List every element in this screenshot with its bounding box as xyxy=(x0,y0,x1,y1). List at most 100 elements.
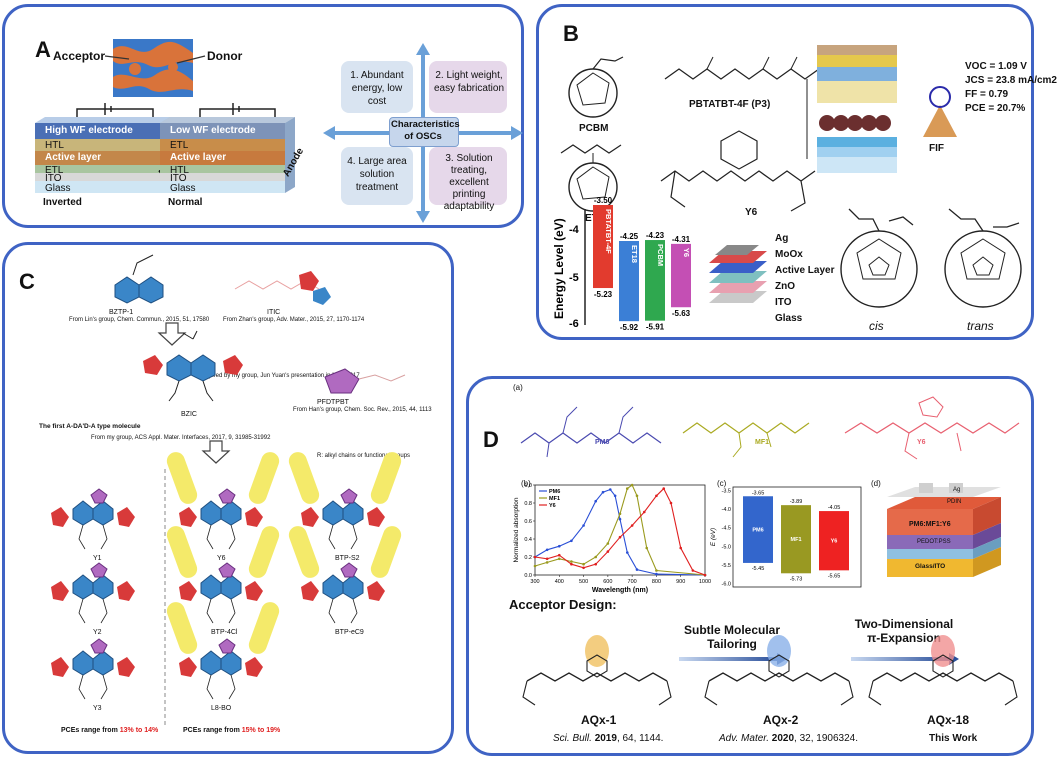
abs-legend-2: Y6 xyxy=(549,503,556,509)
inv-layer-4: ETL xyxy=(45,165,64,176)
energy-bar-name-1: ET18 xyxy=(630,245,639,263)
c-col1-1-center xyxy=(90,562,108,578)
c-col2-1-end-right xyxy=(245,581,263,601)
aqx-highlight-2 xyxy=(931,635,955,667)
abs-ytick-2: 0.4 xyxy=(524,537,532,543)
stack-moox: MoOx xyxy=(775,249,803,260)
c-col2-1-wing-right xyxy=(248,526,280,578)
c-col3-0-end-right xyxy=(367,507,385,527)
energy-bar-name-2: PCBM xyxy=(656,244,665,266)
d-energy-top-0: -3.65 xyxy=(752,490,765,496)
c-col2-2-core-right xyxy=(220,650,242,676)
abs-series-Y6 xyxy=(534,487,706,576)
c-col2-0-wing-right xyxy=(248,452,280,504)
inv-layer-6: Glass xyxy=(45,183,71,194)
stack-glass: Glass xyxy=(775,313,803,324)
energy-bar-top-0: -3.50 xyxy=(594,196,613,205)
stack-ag: Ag xyxy=(775,233,789,244)
c-col1-2-core-right xyxy=(92,650,114,676)
aqx18-name: AQx-18 xyxy=(927,713,970,727)
energy-bar-top-2: -4.23 xyxy=(646,231,665,240)
c-col3-0-chains xyxy=(328,524,358,550)
abs-point-MF1-4 xyxy=(582,562,585,566)
y1-name: Y1 xyxy=(93,555,102,562)
y2-name: Y2 xyxy=(93,629,102,636)
d-energy-top-2: -4.05 xyxy=(828,505,841,511)
c-col2-1-wing-left xyxy=(166,526,198,578)
abs-ytick-1: 0.2 xyxy=(524,555,532,561)
abs-point-MF1-9 xyxy=(630,483,634,487)
nor-layer-2: ETL xyxy=(170,140,189,151)
abs-ytick-3: 0.6 xyxy=(524,519,532,525)
c-col1-0-core-left xyxy=(72,500,94,526)
c-col3-1-core-left xyxy=(322,574,344,600)
abs-xtick-4: 700 xyxy=(628,579,637,585)
mol-fif: FIF xyxy=(929,143,944,154)
ref-2: Adv. Mater. 2020, 32, 1906324. xyxy=(719,733,858,744)
c-col2-0-chains xyxy=(206,524,236,550)
c-col1-2-end-right xyxy=(117,657,135,677)
energy-axis-label: Energy Level (eV) xyxy=(552,218,566,319)
mol-y6: Y6 xyxy=(745,207,758,218)
d-energy-bottom-1: -5.73 xyxy=(790,576,803,582)
abs-series-MF1 xyxy=(534,484,706,576)
c-col2-1-end-left xyxy=(179,581,197,601)
c-col2-2-wing-right xyxy=(248,602,280,654)
aqx1-name: AQx-1 xyxy=(581,713,617,727)
center-text: Characteristics of OSCs xyxy=(391,119,460,142)
ref-2-year: 2020 xyxy=(771,733,795,744)
abs-point-PM6-6 xyxy=(601,490,605,494)
abs-point-PM6-2 xyxy=(557,544,561,548)
abs-plot-frame xyxy=(534,484,706,576)
sub-d: (d) xyxy=(871,479,881,488)
panel-c-label: C xyxy=(19,269,35,294)
morphology-image xyxy=(113,39,193,97)
acceptor-design-title: Acceptor Design: xyxy=(509,597,617,612)
c-col2-2-center xyxy=(218,638,236,654)
inv-layer-3: Active layer xyxy=(45,152,102,163)
pcbm-structure xyxy=(568,56,624,118)
metric-jsc: JCS = 23.8 mA/cm2 xyxy=(965,75,1057,86)
sub-c: (c) xyxy=(717,479,727,488)
d-energy-tick-4: -5.5 xyxy=(722,563,731,569)
c-col1-1-core-left xyxy=(72,574,94,600)
energy-tick-2: -5 xyxy=(569,272,579,284)
c-col3-1-wing-right xyxy=(370,526,402,578)
d-energy-frame xyxy=(732,486,862,588)
pm6-structure xyxy=(520,406,662,458)
d-energy-tick-2: -4.5 xyxy=(722,526,731,532)
d-energy-name-0: PM6 xyxy=(752,528,763,534)
c-col1-0-chains xyxy=(78,524,108,550)
ref-3-rest: This Work xyxy=(929,733,978,744)
quadrant-4 xyxy=(341,147,413,205)
abs-series-PM6 xyxy=(534,488,706,576)
ref-2-rest: , 32, 1906324. xyxy=(794,733,858,744)
aqx-core-0 xyxy=(586,654,608,678)
metric-ff: FF = 0.79 xyxy=(965,89,1009,100)
ref-1-rest: , 64, 1144. xyxy=(616,733,664,744)
pfdtpbt-ref: From Han's group, Chem. Soc. Rev., 2015,… xyxy=(293,407,432,413)
abs-point-MF1-6 xyxy=(606,542,610,545)
aqx-backbone-2 xyxy=(872,672,1014,682)
d-energy-name-1: MF1 xyxy=(791,537,802,543)
aqx-ends-1 xyxy=(704,680,854,706)
abs-xtick-1: 400 xyxy=(555,579,564,585)
y6-structure xyxy=(660,130,816,212)
abs-point-MF1-2 xyxy=(557,557,561,561)
quadrant-4-text: 4. Large area solution treatment xyxy=(347,156,407,193)
quadrant-3 xyxy=(429,147,507,205)
c-col1-1-chains xyxy=(78,598,108,624)
c-col3-0-core-left xyxy=(322,500,344,526)
c-col2-0-end-right xyxy=(245,507,263,527)
c-col3-1-chains xyxy=(328,598,358,624)
abs-point-Y6-7 xyxy=(618,535,622,539)
pfdtpbt-structure xyxy=(324,368,406,394)
acceptor-label: Acceptor xyxy=(53,49,106,63)
abs-point-MF1-12 xyxy=(655,569,658,572)
c-col2-0-center xyxy=(218,488,236,504)
d-energy-tick-0: -3.5 xyxy=(722,489,731,495)
c-col1-2-center xyxy=(90,638,108,654)
c-col1-0-end-right xyxy=(117,507,135,527)
abs-point-MF1-11 xyxy=(645,546,649,550)
